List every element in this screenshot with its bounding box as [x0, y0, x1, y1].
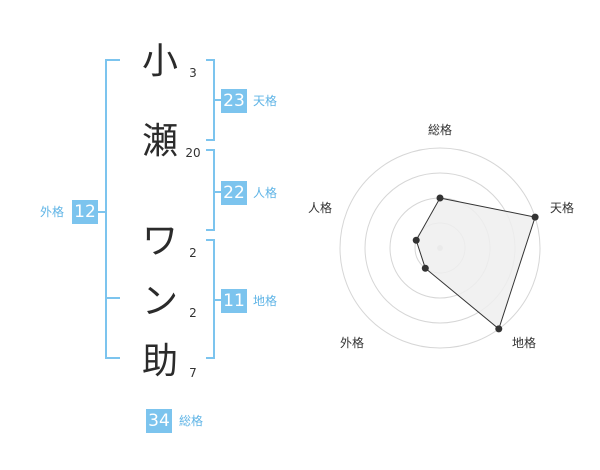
name-char-4: ン: [141, 281, 178, 322]
radar-axis-label-tenkaku: 天格: [549, 201, 574, 215]
jinkaku-bracket: [206, 149, 215, 231]
soukaku-label: 総格: [179, 414, 204, 428]
jinkaku-badge: 22: [221, 181, 247, 205]
radar-point-5: [412, 236, 420, 244]
radar-axis-label-jinkaku: 人格: [307, 201, 332, 215]
soukaku-badge: 34: [146, 409, 172, 433]
radar-area: [415, 197, 536, 330]
radar-grid-ring: [339, 147, 541, 349]
radar-axis-label-gaikaku: 外格: [339, 336, 364, 350]
stroke-count-2: 20: [185, 146, 201, 160]
radar-point-4: [421, 264, 429, 272]
stroke-count-5: 7: [189, 366, 197, 380]
stroke-count-3: 2: [189, 246, 197, 260]
stroke-count-4: 2: [189, 306, 197, 320]
gaikaku-label: 外格: [40, 205, 65, 219]
stroke-count-1: 3: [189, 66, 197, 80]
name-char-3: ワ: [141, 221, 178, 262]
name-char-5: 助: [141, 341, 178, 382]
radar-point-1: [436, 194, 444, 202]
tenkaku-badge: 23: [221, 89, 247, 113]
radar-axis-label-chikaku: 地格: [511, 336, 536, 350]
jinkaku-label: 人格: [253, 186, 278, 200]
gaikaku-bracket: [105, 59, 120, 359]
radar-point-3: [495, 325, 503, 333]
radar-axis-label-soukaku: 総格: [427, 123, 452, 137]
tenkaku-label: 天格: [253, 94, 278, 108]
radar-point-2: [531, 213, 539, 221]
name-char-2: 瀬: [141, 121, 178, 162]
gaikaku-badge: 12: [72, 200, 98, 224]
chikaku-label: 地格: [253, 294, 278, 308]
name-char-1: 小: [141, 41, 178, 82]
chikaku-badge: 11: [221, 289, 247, 313]
